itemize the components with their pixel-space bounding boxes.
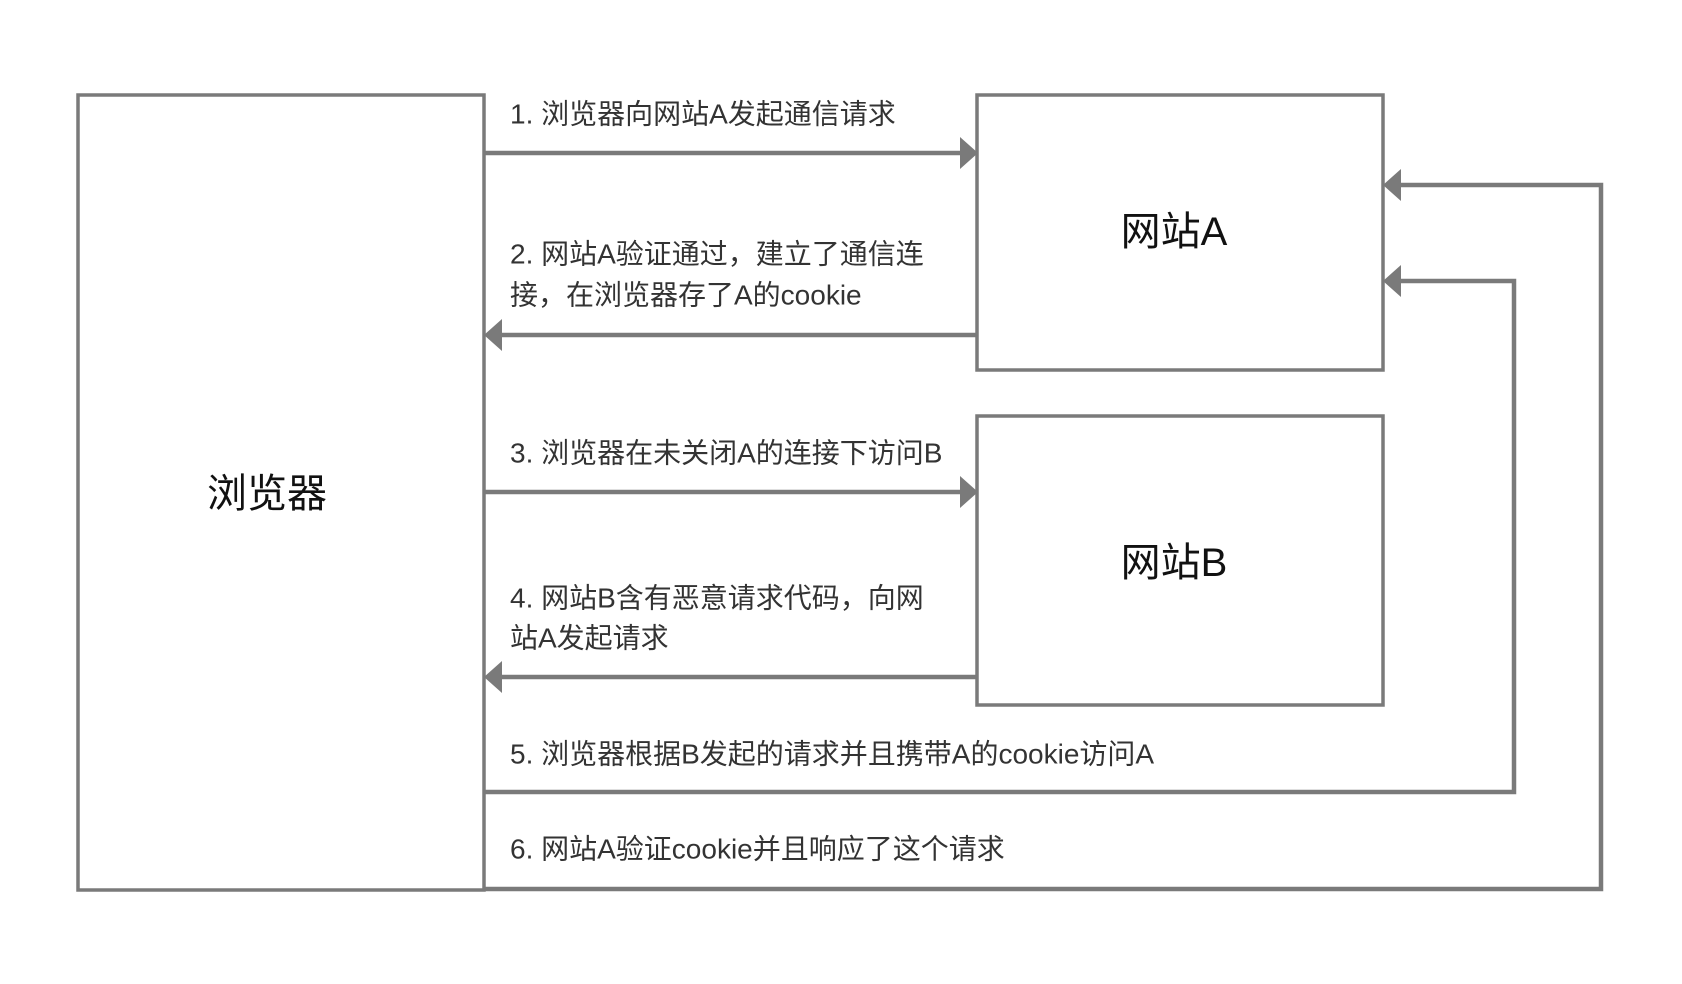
- step-4-arrow: [484, 661, 977, 693]
- site-b-label: 网站B: [1121, 541, 1228, 585]
- step-2-arrowhead: [484, 319, 502, 351]
- site-a-box: [975, 93, 1385, 372]
- step-1-arrowhead: [960, 137, 978, 169]
- step-6-line: [484, 182, 1604, 892]
- step-5-line: [484, 278, 1517, 795]
- step-2-label-line-1: 2. 网站A验证通过，建立了通信连: [510, 239, 924, 270]
- step-2-label-line-2: 接，在浏览器存了A的cookie: [510, 280, 862, 311]
- node-browser: 浏览器: [76, 93, 486, 892]
- node-site-b: 网站B: [975, 414, 1385, 707]
- step-3-arrowhead: [960, 476, 978, 508]
- step-1-arrow: [484, 137, 978, 169]
- step-4-label-line-2: 站A发起请求: [510, 623, 669, 654]
- step-5-label: 5. 浏览器根据B发起的请求并且携带A的cookie访问A: [510, 739, 1154, 770]
- browser-box: [76, 93, 486, 892]
- step-5-arrowhead: [1383, 265, 1401, 297]
- step-3-label: 3. 浏览器在未关闭A的连接下访问B: [510, 438, 942, 469]
- browser-label: 浏览器: [207, 472, 327, 516]
- step-6-label: 6. 网站A验证cookie并且响应了这个请求: [510, 834, 1005, 865]
- step-2-arrow: [484, 319, 977, 351]
- site-a-label: 网站A: [1121, 210, 1228, 254]
- step-5-arrow: [484, 265, 1517, 795]
- step-6-arrow: [484, 169, 1604, 892]
- node-site-a: 网站A: [975, 93, 1385, 372]
- step-6-arrowhead: [1383, 169, 1401, 201]
- step-4-label-line-1: 4. 网站B含有恶意请求代码，向网: [510, 583, 924, 614]
- step-3-arrow: [484, 476, 978, 508]
- step-4-arrowhead: [484, 661, 502, 693]
- step-1-label: 1. 浏览器向网站A发起通信请求: [510, 99, 896, 130]
- site-b-box: [975, 414, 1385, 707]
